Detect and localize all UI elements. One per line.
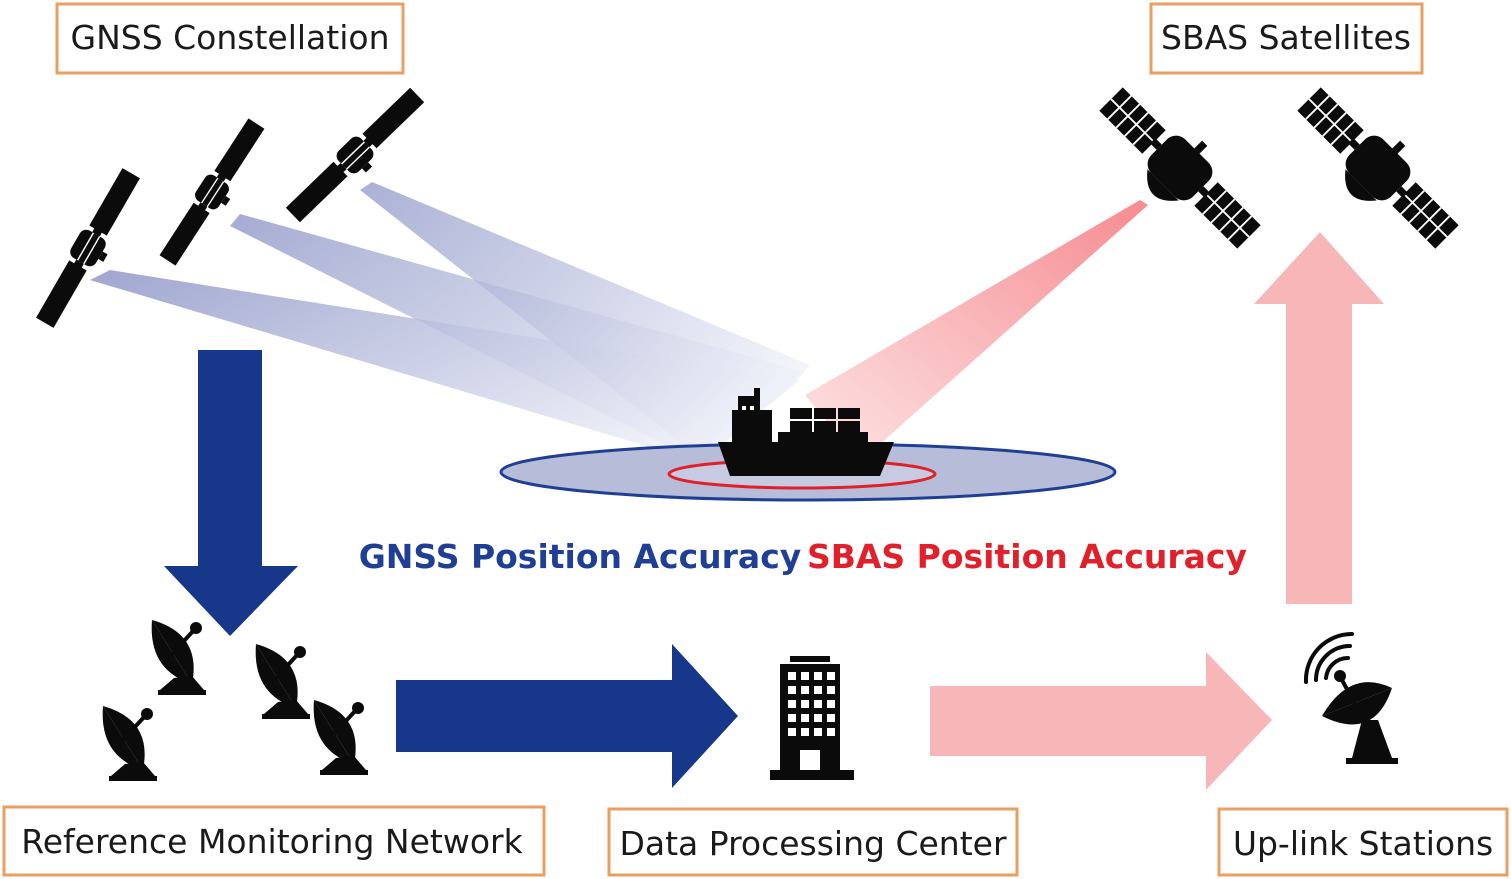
gnss-signal-beams [90,182,810,462]
sbas-signal-beam [805,200,1148,462]
data-center-label: Data Processing Center [619,824,1006,863]
uplink-up-arrow [1254,232,1384,604]
center-to-uplink-arrow [930,652,1272,790]
reference-network-label: Reference Monitoring Network [21,822,523,861]
reference-antenna-icon-1 [149,618,208,697]
uplink-stations-label: Up-link Stations [1233,824,1493,863]
uplink-stations-box: Up-link Stations [1217,807,1509,877]
gnss-satellite-icon-1 [31,165,150,334]
gnss-constellation-label: GNSS Constellation [71,18,390,57]
gnss-down-arrow [164,350,298,636]
cargo-ship-icon [718,388,894,476]
sbas-accuracy-label: SBAS Position Accuracy [807,537,1247,576]
gnss-constellation-box: GNSS Constellation [55,2,405,75]
sbas-satellites-label: SBAS Satellites [1161,18,1411,57]
network-to-center-arrow [396,644,738,788]
sbas-satellite-icon-2 [1281,73,1473,265]
gnss-accuracy-label: GNSS Position Accuracy [359,537,802,576]
reference-antenna-icon-4 [311,698,370,777]
reference-antenna-icon-2 [253,642,312,721]
reference-network-box: Reference Monitoring Network [2,805,546,877]
data-center-box: Data Processing Center [607,807,1019,877]
sbas-satellites-box: SBAS Satellites [1149,2,1424,75]
office-building-icon [770,656,854,780]
gnss-satellite-icon-2 [155,115,274,272]
reference-antenna-icon-3 [100,704,159,783]
uplink-antenna-icon [1303,631,1398,764]
